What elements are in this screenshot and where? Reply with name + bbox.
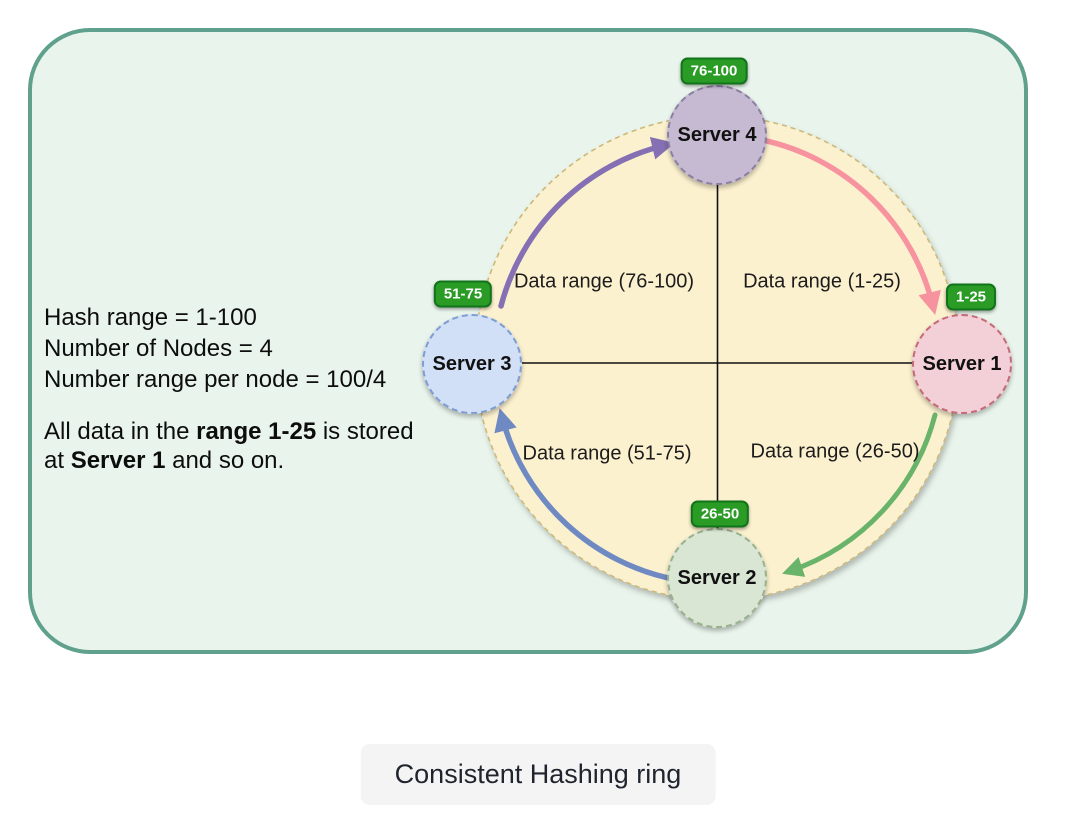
range-badge-1-25: 1-25 (945, 283, 997, 311)
range-badge-26-50: 26-50 (690, 500, 750, 528)
info-text-block: Hash range = 1-100 Number of Nodes = 4 N… (44, 302, 450, 475)
quadrant-label-1-25: Data range (1-25) (743, 270, 901, 293)
range-badge-76-100: 76-100 (680, 57, 748, 85)
server-3-label: Server 3 (432, 352, 512, 375)
server-1-node: Server 1 (912, 314, 1012, 414)
arrow-server2-to-server3 (494, 408, 681, 583)
quadrant-label-76-100: Data range (76-100) (513, 270, 695, 293)
quadrant-label-26-50: Data range (26-50) (750, 440, 920, 463)
arrow-server4-to-server1 (759, 137, 941, 315)
server-2-node: Server 2 (667, 528, 767, 628)
info-line-range-per-node: Number range per node = 100/4 (44, 366, 387, 393)
arrow-server3-to-server4 (498, 136, 675, 309)
server-3-node: Server 3 (422, 314, 522, 414)
info-line-node-count: Number of Nodes = 4 (44, 335, 273, 362)
diagram-caption: Consistent Hashing ring (360, 744, 716, 805)
server-1-label: Server 1 (922, 352, 1002, 375)
info-note-line-1: All data in the range 1-25 is stored (44, 418, 414, 445)
info-line-hash-range: Hash range = 1-100 (44, 304, 257, 331)
server-4-label: Server 4 (677, 123, 757, 146)
info-note-line-2: at Server 1 and so on. (44, 447, 285, 474)
server-2-label: Server 2 (677, 566, 757, 589)
quadrant-label-51-75: Data range (51-75) (522, 442, 692, 465)
arrow-server1-to-server2 (782, 412, 938, 577)
info-note: All data in the range 1-25 is stored at … (44, 417, 450, 475)
range-badge-51-75: 51-75 (433, 280, 493, 308)
server-4-node: Server 4 (667, 85, 767, 185)
